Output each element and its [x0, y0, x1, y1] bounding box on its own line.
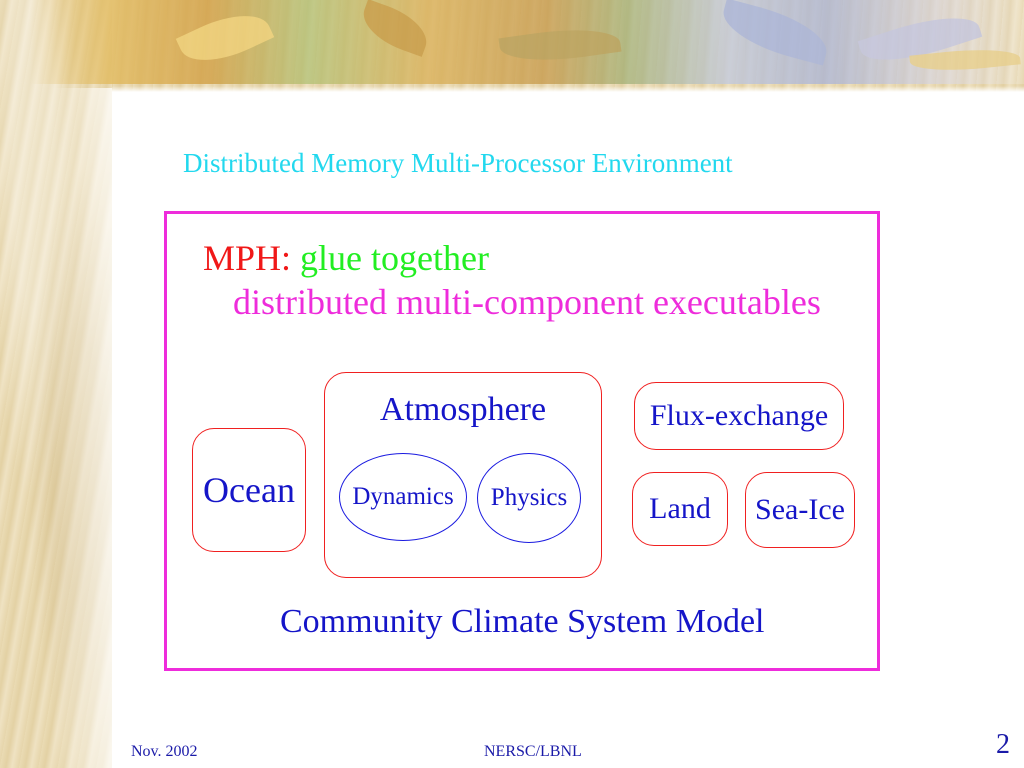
dynamics-label: Dynamics — [352, 483, 453, 511]
sea-ice-label: Sea-Ice — [755, 493, 845, 527]
decorative-leaf-strip — [30, 0, 1024, 84]
diagram-caption: Community Climate System Model — [280, 603, 780, 641]
mph-glue-text: glue together — [291, 238, 489, 278]
land-box: Land — [632, 472, 728, 546]
page-number: 2 — [996, 729, 1010, 761]
mph-line: MPH: glue together — [203, 236, 489, 280]
flux-exchange-label: Flux-exchange — [650, 399, 828, 433]
slide-title: Distributed Memory Multi-Processor Envir… — [183, 148, 883, 179]
leaf-icon — [498, 22, 621, 68]
decorative-left-band — [0, 0, 112, 768]
leaf-icon — [717, 0, 834, 66]
footer-organization: NERSC/LBNL — [484, 743, 582, 761]
land-label: Land — [649, 492, 711, 526]
ocean-box: Ocean — [192, 428, 306, 552]
sea-ice-box: Sea-Ice — [745, 472, 855, 548]
dynamics-ellipse: Dynamics — [339, 453, 467, 541]
physics-label: Physics — [491, 484, 567, 512]
mph-label: MPH: — [203, 238, 291, 278]
footer-date: Nov. 2002 — [131, 743, 198, 761]
physics-ellipse: Physics — [477, 453, 581, 543]
leaf-icon — [356, 0, 434, 57]
leaf-icon — [176, 1, 274, 75]
flux-exchange-box: Flux-exchange — [634, 382, 844, 450]
atmosphere-label: Atmosphere — [325, 391, 601, 429]
mph-subtext: distributed multi-component executables — [233, 280, 821, 324]
ocean-label: Ocean — [203, 469, 295, 511]
atmosphere-box: Atmosphere Dynamics Physics — [324, 372, 602, 578]
